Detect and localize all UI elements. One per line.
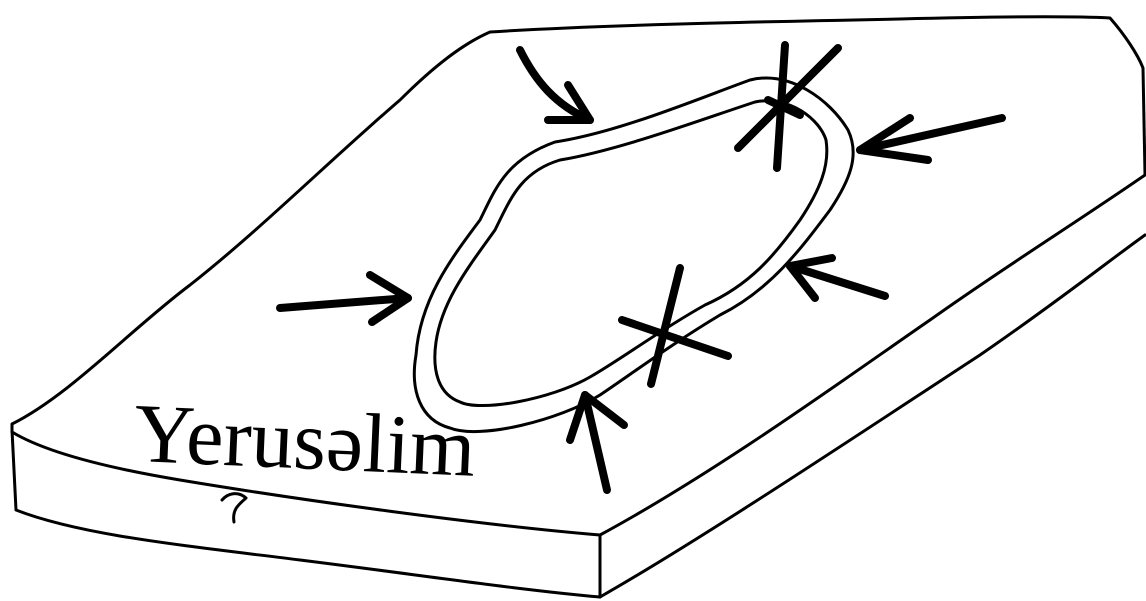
city-label: Yerusəlim — [132, 392, 477, 491]
arrow-bottom — [570, 395, 624, 490]
city-walls — [414, 78, 853, 432]
arrow-top-left — [520, 50, 590, 120]
arrow-right — [790, 258, 885, 298]
crack-mark — [222, 494, 246, 522]
wall-outer-ring — [414, 78, 853, 432]
arrow-left — [280, 275, 408, 322]
wall-inner-ring — [435, 101, 827, 406]
breach-mark-bottom — [622, 268, 728, 384]
breach-mark-top — [738, 45, 838, 168]
arrow-top-right — [860, 118, 1002, 160]
